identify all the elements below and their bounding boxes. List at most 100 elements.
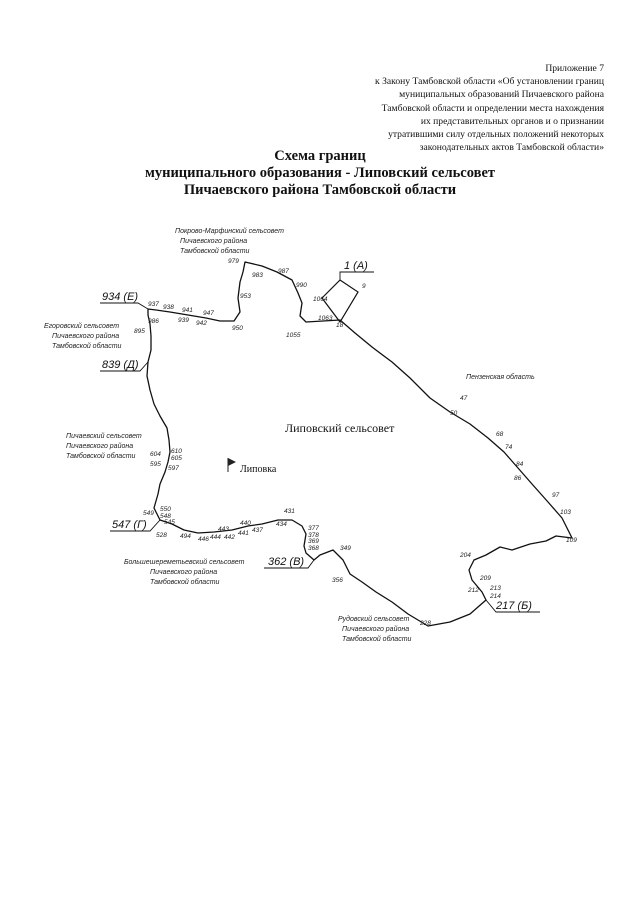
point-label: 442 — [224, 534, 235, 541]
region-pokrovo-line-3: Тамбовской области — [180, 247, 250, 255]
point-label: 939 — [178, 317, 189, 324]
point-label: 604 — [150, 451, 161, 458]
appendix-line: к Закону Тамбовской области «Об установл… — [375, 76, 604, 88]
region-bolshesher-line-1: Большешереметьевский сельсовет — [124, 558, 245, 566]
point-label: 349 — [340, 545, 351, 552]
node-label-g: 547 (Г) — [112, 519, 147, 531]
point-label: 953 — [240, 293, 251, 300]
point-label: 895 — [134, 328, 145, 335]
point-label: 550 — [160, 506, 171, 513]
village-label: Липовка — [240, 464, 277, 475]
title-line-3: Пичаевского района Тамбовской области — [183, 182, 457, 198]
point-label: 368 — [308, 545, 319, 552]
region-egorov-line-3: Тамбовской области — [52, 342, 122, 350]
point-label: 990 — [296, 282, 307, 289]
point-label: 209 — [479, 575, 491, 582]
point-label: 97 — [552, 492, 560, 499]
appendix-line: муниципальных образований Пичаевского ра… — [399, 89, 604, 101]
point-label: 446 — [198, 536, 209, 543]
region-pichaev-line-1: Пичаевский сельсовет — [66, 432, 142, 440]
node-label-d: 839 (Д) — [102, 359, 139, 371]
leader-line — [110, 519, 161, 532]
point-label: 610 — [171, 448, 182, 455]
node-label-b: 217 (Б) — [495, 600, 532, 612]
boundary-line — [146, 261, 573, 627]
point-label: 377 — [308, 525, 319, 532]
node-label-v: 362 (В) — [268, 556, 304, 568]
region-pichaev-line-2: Пичаевского района — [66, 442, 133, 450]
point-label: 214 — [489, 593, 501, 600]
region-egorov-line-1: Егоровский сельсовет — [44, 322, 119, 330]
point-label: 942 — [196, 320, 207, 327]
leader-line — [339, 271, 374, 280]
leader-line — [264, 559, 315, 569]
point-label: 444 — [210, 534, 221, 541]
point-label: 979 — [228, 258, 239, 265]
leader-line — [100, 302, 149, 310]
main-area-label: Липовский сельсовет — [285, 421, 395, 435]
title-line-2: муниципального образования - Липовский с… — [144, 165, 496, 181]
point-label: 212 — [467, 587, 479, 594]
point-label: 434 — [276, 521, 287, 528]
region-pokrovo-line-2: Пичаевского района — [180, 237, 247, 245]
point-label: 947 — [203, 310, 214, 317]
point-label: 369 — [308, 538, 319, 545]
node-label-a: 1 (А) — [344, 260, 368, 272]
region-rudov-line-3: Тамбовской области — [342, 635, 412, 643]
point-label: 431 — [284, 508, 295, 515]
point-label: 84 — [516, 461, 524, 468]
point-label: 528 — [156, 532, 167, 539]
point-label: 983 — [252, 272, 263, 279]
appendix-line: Приложение 7 — [545, 63, 604, 74]
point-label: 548 — [160, 513, 171, 520]
point-label: 86 — [514, 475, 522, 482]
point-label: 549 — [143, 510, 154, 517]
appendix-line: законодательных актов Тамбовской области… — [419, 142, 604, 154]
point-label: 109 — [566, 537, 577, 544]
point-label: 18 — [336, 322, 344, 329]
region-rudov-line-1: Рудовский сельсовет — [338, 615, 409, 623]
point-label: 595 — [150, 461, 161, 468]
point-label: 204 — [459, 552, 471, 559]
region-penza: Пензенская область — [466, 373, 535, 381]
point-label: 440 — [240, 520, 251, 527]
appendix-line: их представительных органов и о признани… — [420, 115, 604, 127]
point-label: 68 — [496, 431, 504, 438]
point-label: 443 — [218, 526, 229, 533]
leader-line — [485, 599, 540, 613]
point-label: 1055 — [286, 332, 301, 339]
region-pokrovo-line-1: Покрово-Марфинский сельсовет — [175, 227, 284, 235]
boundary-triangle — [321, 279, 359, 324]
point-label: 213 — [489, 585, 501, 592]
region-rudov-line-2: Пичаевского района — [342, 625, 409, 633]
title-line-1: Схема границ — [274, 148, 366, 164]
point-label: 9 — [362, 283, 366, 290]
page-title: Схема границ муниципального образования … — [0, 148, 640, 199]
appendix-header: Приложение 7 к Закону Тамбовской области… — [304, 62, 604, 154]
point-label: 941 — [182, 307, 193, 314]
point-label: 47 — [460, 395, 468, 402]
region-egorov-line-2: Пичаевского района — [52, 332, 119, 340]
point-label: 937 — [148, 301, 159, 308]
point-label: 494 — [180, 533, 191, 540]
point-label: 1064 — [313, 296, 328, 303]
point-label: 597 — [168, 465, 179, 472]
leader-line — [100, 361, 149, 372]
point-label: 356 — [332, 577, 343, 584]
node-label-e: 934 (Е) — [102, 291, 138, 303]
appendix-line: Тамбовской области и определении места н… — [381, 102, 604, 114]
point-label: 605 — [171, 455, 182, 462]
point-label: 986 — [148, 318, 159, 325]
village-flag-icon — [228, 458, 236, 466]
point-label: 938 — [163, 304, 174, 311]
point-label: 378 — [308, 532, 319, 539]
point-label: 437 — [252, 527, 263, 534]
appendix-line: утратившими силу отдельных положений нек… — [388, 129, 604, 141]
point-label: 50 — [450, 410, 458, 417]
region-bolshesher-line-2: Пичаевского района — [150, 568, 217, 576]
point-label: 950 — [232, 325, 243, 332]
point-label: 228 — [419, 620, 431, 627]
region-bolshesher-line-3: Тамбовской области — [150, 578, 220, 586]
point-label: 1063 — [318, 315, 333, 322]
